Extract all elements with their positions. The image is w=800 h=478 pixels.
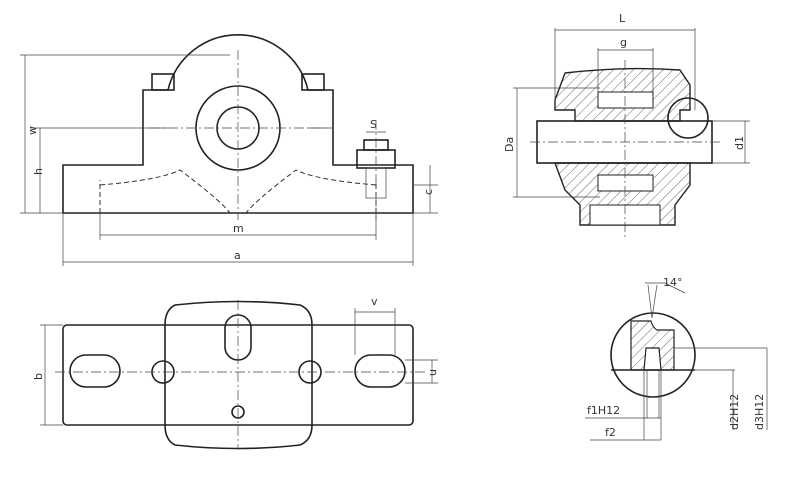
dim-w-label: w (26, 126, 39, 135)
section-view: L g Da d1 (503, 12, 750, 238)
dim-f2-label: f2 (605, 426, 616, 439)
dim-v-label: v (371, 295, 378, 308)
dim-g-label: g (620, 36, 627, 49)
dim-m-label: m (233, 222, 244, 235)
dim-u-label: u (426, 369, 439, 376)
dim-d1-label: d1 (733, 136, 746, 150)
dim-c-label: c (422, 189, 435, 195)
dim-d2-label: d2H12 (728, 394, 741, 430)
dim-a-label: a (234, 249, 241, 262)
detail-view: 14° f1H12 f2 d2H12 d3H12 (585, 276, 768, 441)
dim-f1-label: f1H12 (587, 404, 620, 417)
dim-b-label: b (32, 373, 45, 380)
top-view: b v u (32, 295, 439, 450)
dim-L-label: L (619, 12, 626, 25)
angle-14-label: 14° (663, 276, 683, 289)
dim-Da-label: Da (503, 137, 516, 152)
front-view: w h S c m a (20, 34, 438, 266)
dim-s-label: S (370, 118, 377, 131)
dim-d3-label: d3H12 (753, 394, 766, 430)
dim-h-label: h (32, 168, 45, 175)
